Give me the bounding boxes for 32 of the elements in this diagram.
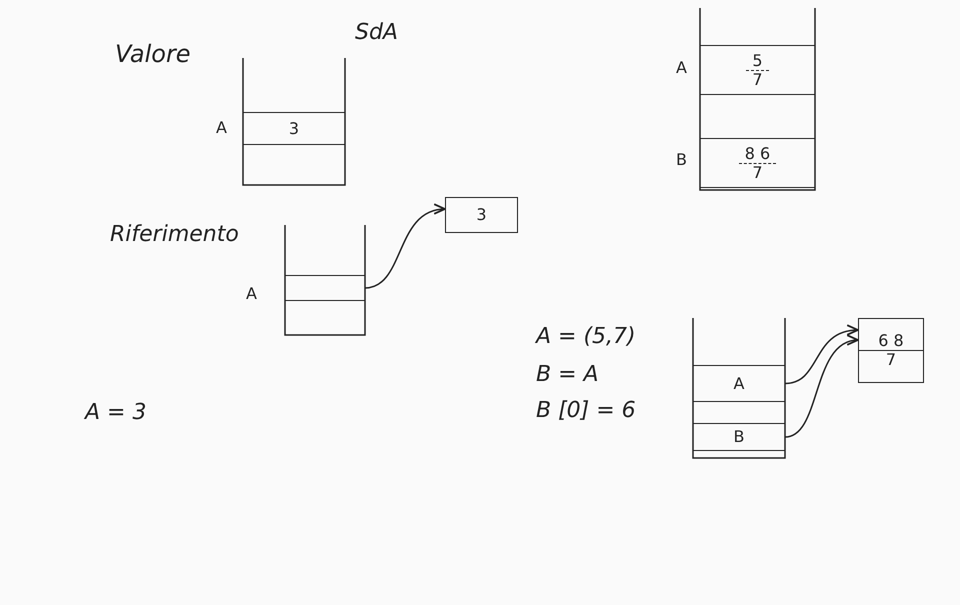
stack-cell	[285, 275, 365, 301]
arrow	[364, 204, 446, 289]
stack-cell	[243, 112, 345, 145]
handwritten-note: A = (5,7)	[536, 324, 636, 349]
stack-cell	[700, 45, 815, 95]
variable-name: A	[216, 118, 227, 137]
value-text: 7	[751, 164, 764, 182]
value-text: 3	[288, 120, 300, 138]
value-text: 5	[746, 52, 769, 70]
arrow	[784, 325, 859, 384]
handwritten-note: Riferimento	[110, 222, 239, 247]
handwritten-note: B = A	[536, 362, 599, 387]
heap-box	[858, 318, 924, 383]
handwritten-note: B [0] = 6	[536, 398, 636, 423]
variable-name: A	[246, 284, 257, 303]
handwritten-note: Valore	[115, 40, 191, 68]
variable-name: B	[676, 150, 687, 169]
value-text: 7	[751, 70, 764, 88]
heading: SdA	[355, 20, 398, 45]
value-text: B	[732, 428, 746, 446]
heap-box	[445, 197, 518, 233]
value-text: A	[732, 374, 746, 392]
stack-cell	[693, 365, 785, 402]
value-text: 8 6	[738, 144, 776, 164]
arrow	[784, 336, 859, 438]
handwritten-note: A = 3	[85, 400, 146, 425]
stack-cell	[693, 423, 785, 451]
value-text: 3	[475, 206, 488, 224]
stack-cell	[700, 138, 815, 188]
value-text: 7	[884, 351, 898, 369]
variable-name: A	[676, 58, 687, 77]
value-text: 6 8	[859, 332, 923, 351]
